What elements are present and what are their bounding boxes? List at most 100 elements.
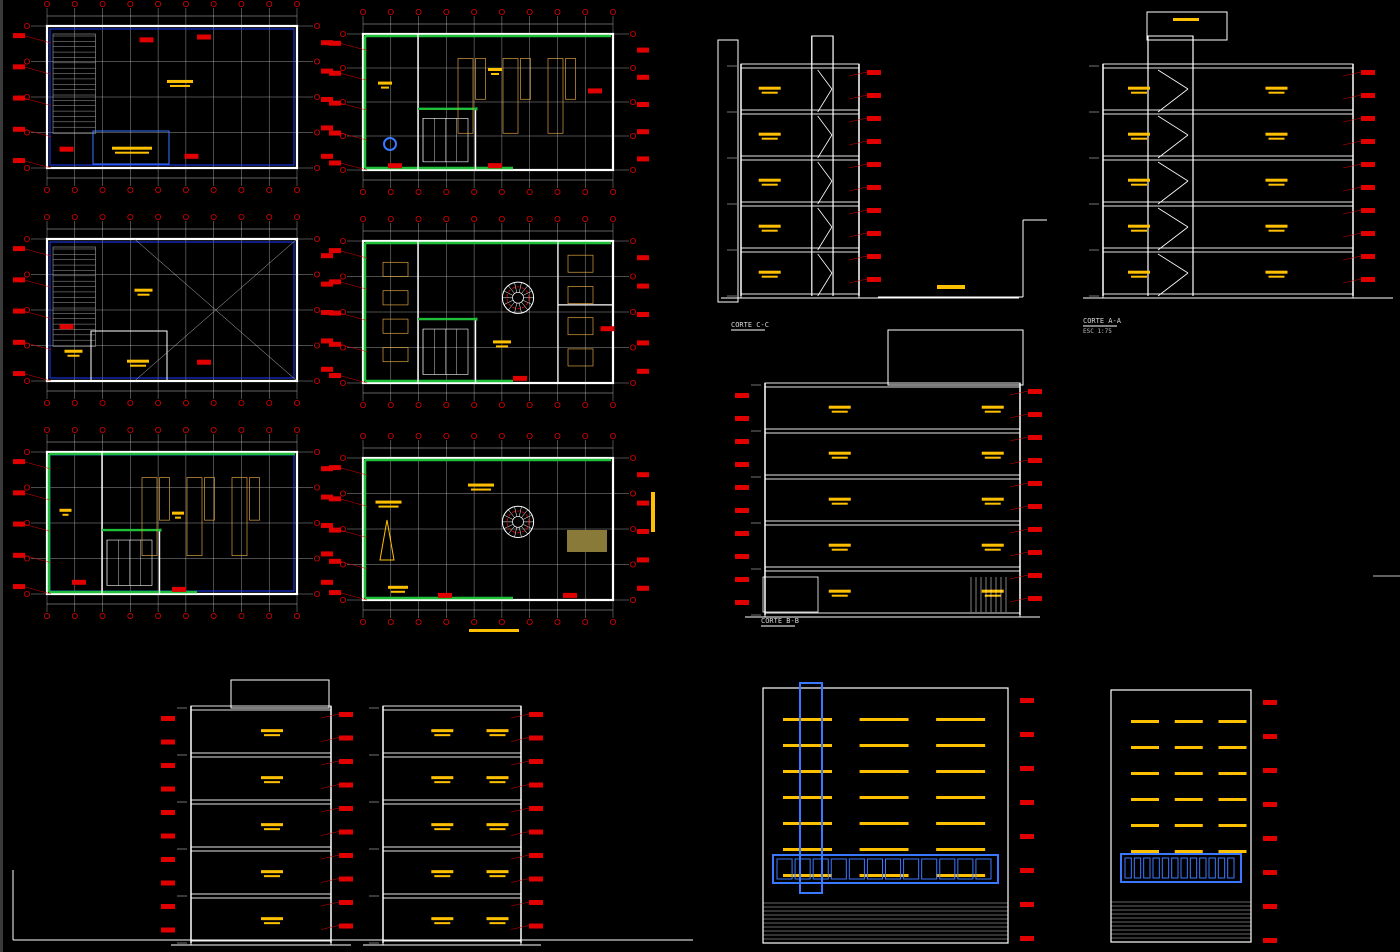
grid-bubble bbox=[23, 22, 30, 29]
grid-bubble bbox=[71, 426, 78, 433]
facade-label-mark bbox=[1174, 772, 1203, 775]
grid-bubble bbox=[182, 399, 189, 406]
facade-label-mark bbox=[1218, 746, 1247, 749]
facade-label-mark bbox=[859, 822, 909, 825]
grid-bubble bbox=[359, 401, 366, 408]
grid-bubble bbox=[23, 129, 30, 136]
annotation-tag bbox=[161, 763, 175, 768]
leader-line bbox=[1342, 278, 1362, 284]
stair-flight bbox=[817, 226, 833, 251]
grid-bubble bbox=[630, 65, 637, 72]
grid-bubble bbox=[238, 426, 245, 433]
annotation-tag bbox=[867, 70, 881, 75]
grid-bubble bbox=[313, 306, 320, 313]
section-scale: ESC 1:75 bbox=[1083, 328, 1112, 335]
grid-bubble bbox=[630, 273, 637, 280]
grid-bubble bbox=[498, 188, 505, 195]
spiral-tread bbox=[522, 290, 533, 296]
leader-line bbox=[510, 760, 530, 766]
leader-line bbox=[1009, 482, 1029, 488]
room-label-mark bbox=[59, 508, 72, 512]
furniture-table bbox=[567, 348, 594, 367]
grid-bubble bbox=[99, 186, 106, 193]
floor-plan-6 bbox=[329, 432, 649, 626]
grid-bubble bbox=[471, 215, 478, 222]
annotation-tag bbox=[867, 185, 881, 190]
annotation-tag bbox=[13, 490, 25, 496]
facade-label-mark bbox=[859, 848, 909, 851]
annotation-tag bbox=[1263, 904, 1277, 909]
annotation-tag bbox=[1361, 93, 1375, 98]
annotation-tag bbox=[321, 551, 333, 557]
facade-label-mark bbox=[1174, 824, 1203, 827]
annotation-tag bbox=[329, 100, 341, 106]
leader-line bbox=[1009, 505, 1029, 511]
section-lower-left-2 bbox=[363, 705, 543, 946]
roof-volume bbox=[230, 679, 330, 709]
facade-label-mark bbox=[783, 744, 832, 747]
annotation-tag bbox=[13, 308, 25, 314]
room-label-mark bbox=[831, 456, 848, 459]
grid-bubble bbox=[630, 132, 637, 139]
annotation-tag bbox=[339, 712, 353, 717]
facade-label-mark bbox=[1218, 772, 1247, 775]
leader-line bbox=[340, 561, 368, 570]
annotation-tag bbox=[637, 129, 649, 135]
annotation-tag bbox=[513, 375, 527, 381]
room-label-mark bbox=[984, 594, 1001, 597]
grid-bubble bbox=[359, 188, 366, 195]
annotation-tag bbox=[735, 554, 749, 559]
annotation-tag bbox=[339, 853, 353, 858]
room-label-mark bbox=[984, 456, 1001, 459]
annotation-tag bbox=[867, 139, 881, 144]
exterior-wall bbox=[45, 450, 299, 596]
annotation-tag bbox=[637, 368, 649, 374]
grid-bubble bbox=[387, 8, 394, 15]
annotation-tag bbox=[13, 126, 25, 132]
facade-panel bbox=[772, 854, 999, 884]
annotation-tag bbox=[329, 558, 341, 564]
annotation-tag bbox=[13, 277, 25, 283]
room-label-mark bbox=[261, 776, 283, 780]
grid-bubble bbox=[313, 94, 320, 101]
leader-line bbox=[24, 524, 52, 532]
corte-bb-section bbox=[735, 382, 1042, 618]
facade-panel-cell bbox=[903, 858, 920, 880]
spiral-tread bbox=[503, 524, 514, 529]
annotation-tag bbox=[637, 102, 649, 107]
annotation-tag bbox=[321, 494, 333, 500]
annotation-tag bbox=[13, 246, 25, 252]
grid-bubble bbox=[266, 213, 273, 220]
grid-bubble bbox=[44, 613, 51, 620]
leader-line bbox=[340, 103, 368, 111]
annotation-tag bbox=[161, 857, 175, 862]
room-label-mark bbox=[761, 229, 778, 232]
grid-bubble bbox=[293, 613, 300, 620]
grid-bubble bbox=[238, 186, 245, 193]
leader-line bbox=[340, 592, 368, 601]
annotation-tag bbox=[1028, 573, 1042, 578]
annotation-tag bbox=[329, 527, 341, 533]
room-label-mark bbox=[431, 776, 454, 780]
grid-bubble bbox=[210, 213, 217, 220]
grid-bubble bbox=[387, 432, 394, 439]
spiral-tread bbox=[521, 526, 528, 535]
annotation-tag bbox=[13, 584, 25, 590]
annotation-tag bbox=[529, 900, 543, 905]
furniture-desk bbox=[457, 58, 474, 134]
facade-panel-cell bbox=[848, 858, 865, 880]
spiral-tread bbox=[518, 282, 522, 293]
annotation-tag bbox=[321, 366, 333, 372]
facade-label-mark bbox=[936, 874, 986, 877]
leader-line bbox=[340, 375, 368, 384]
facade-label-mark bbox=[783, 796, 832, 799]
annotation-tag bbox=[388, 163, 402, 169]
slab bbox=[740, 247, 860, 253]
facade-label-mark bbox=[783, 718, 832, 721]
grid-bubble bbox=[210, 426, 217, 433]
facade-label-mark bbox=[1174, 720, 1203, 723]
room-label-mark bbox=[264, 781, 280, 784]
leader-line bbox=[1009, 390, 1029, 396]
